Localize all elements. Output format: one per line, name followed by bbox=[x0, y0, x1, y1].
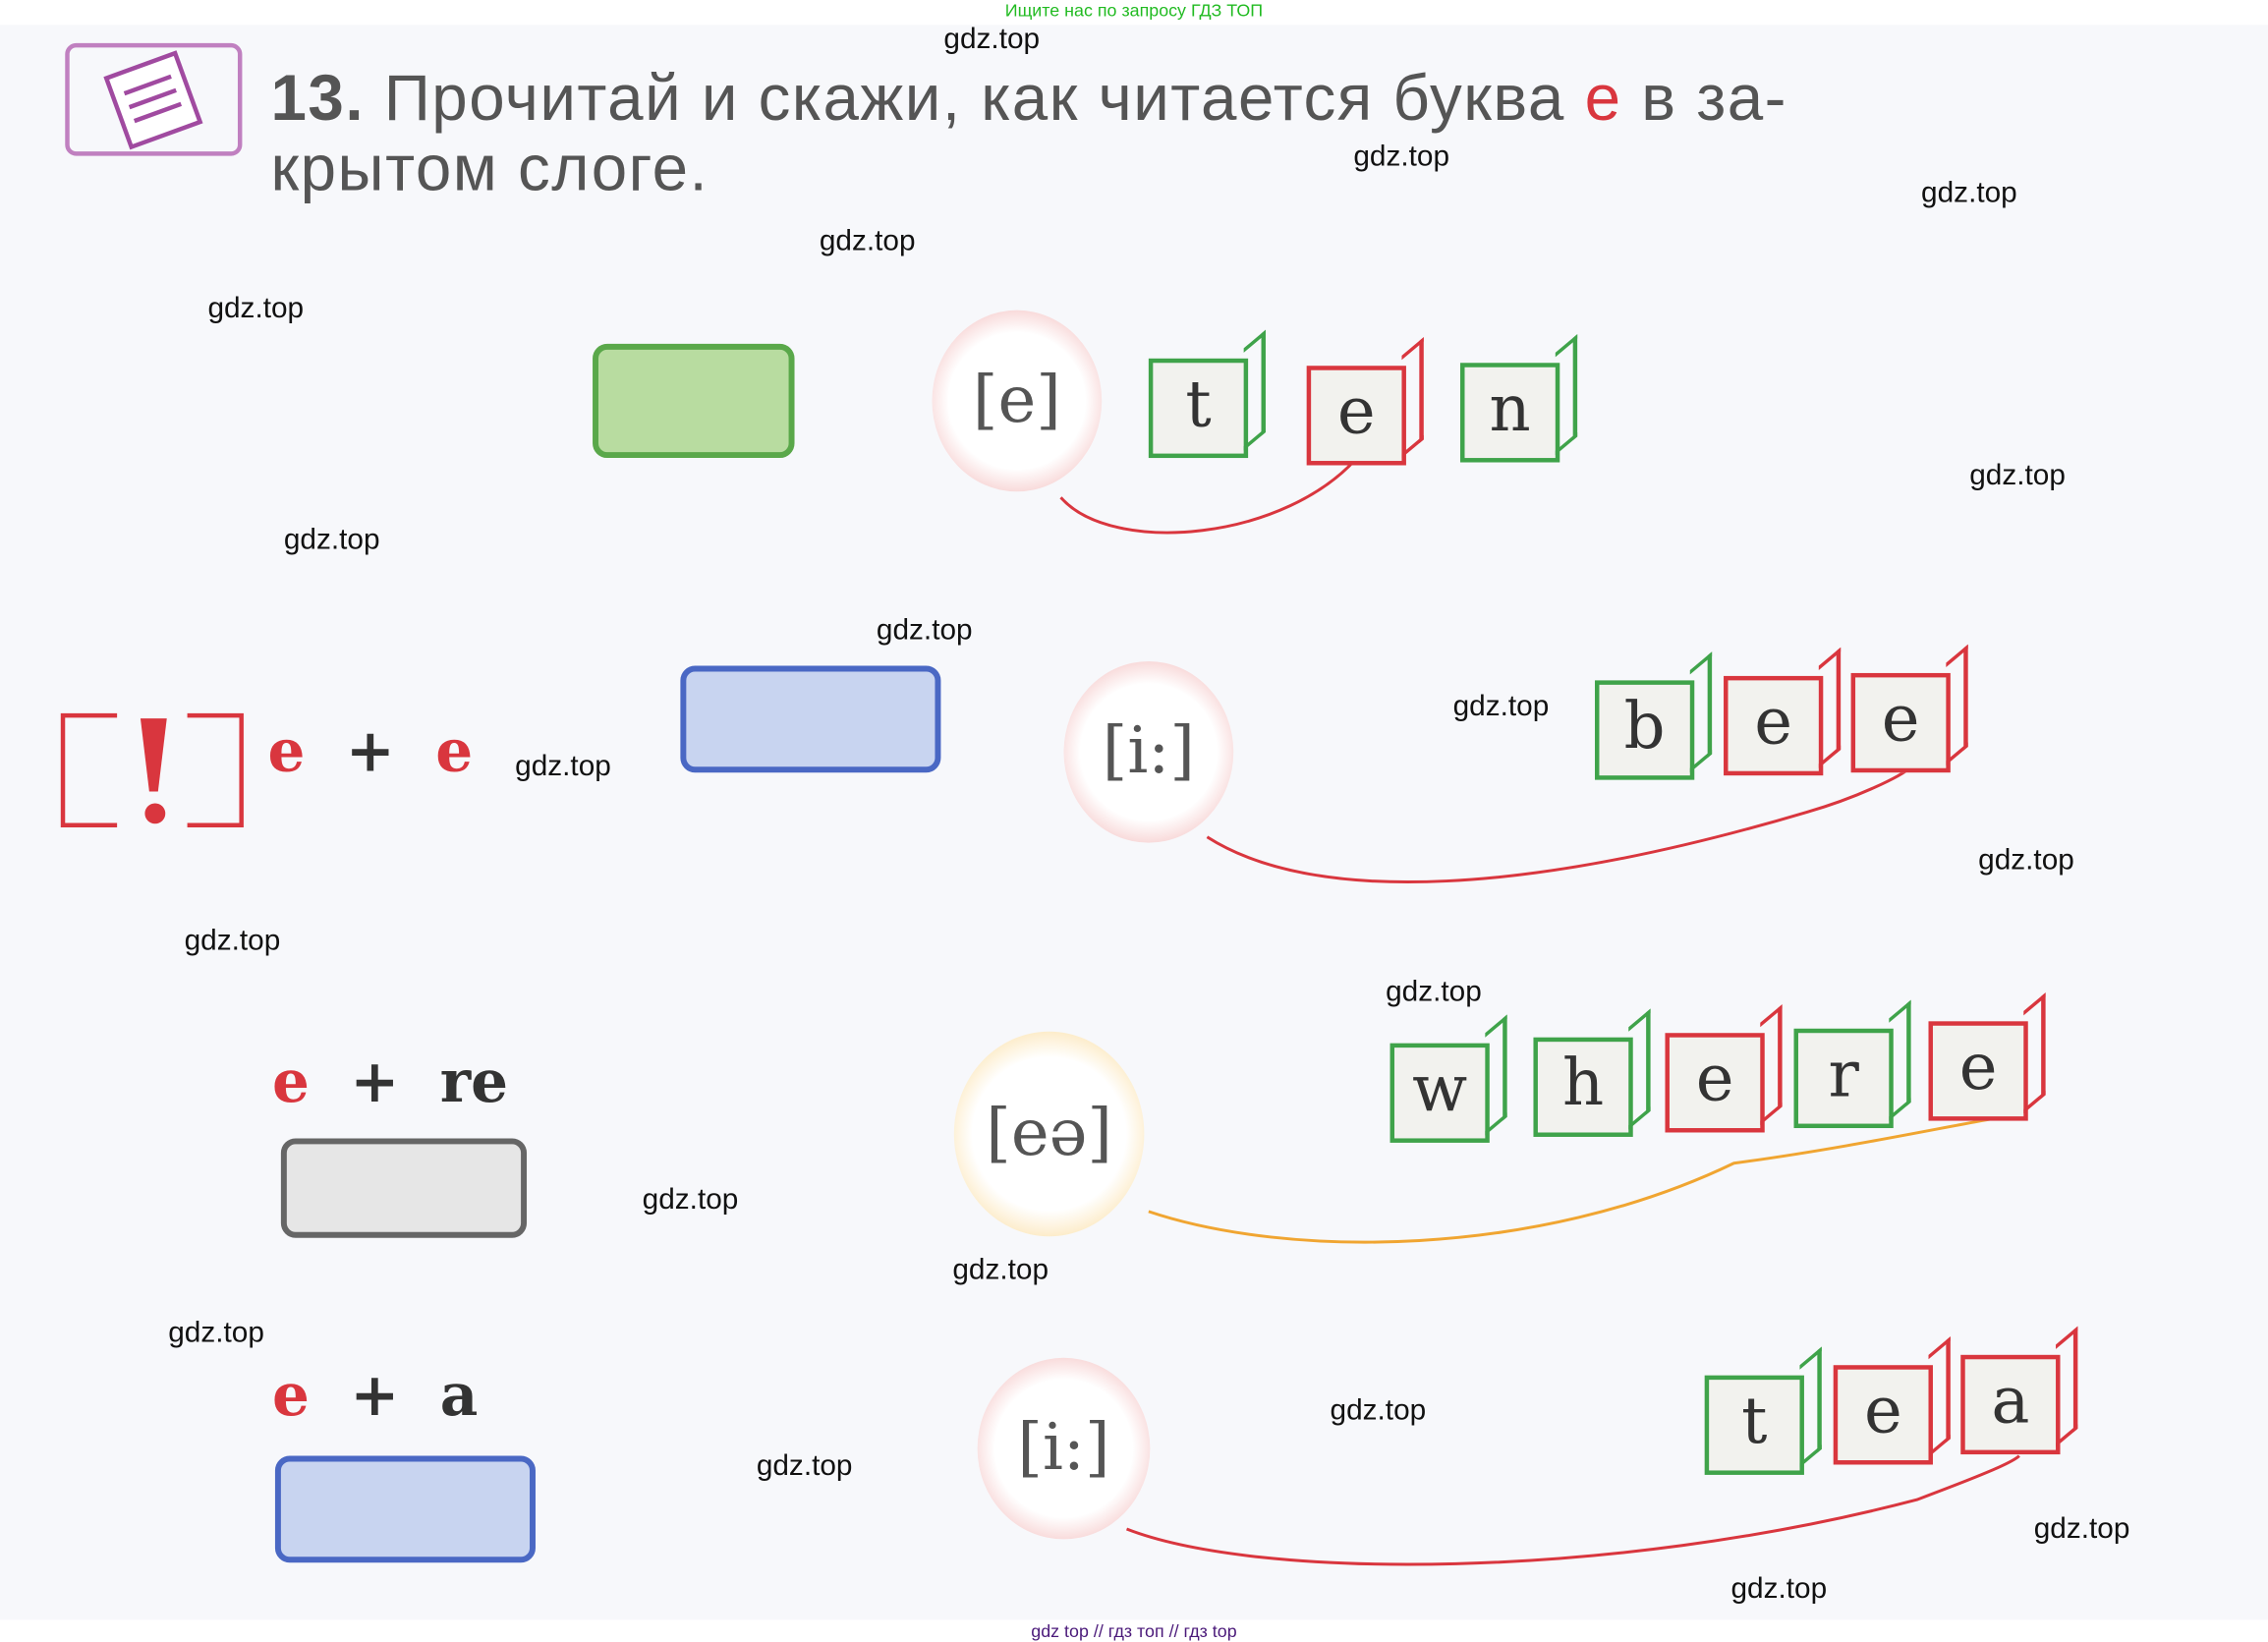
letter-block: h bbox=[1533, 1037, 1633, 1137]
balloon-sound: [eə] bbox=[953, 1031, 1145, 1237]
watermark: gdz.top bbox=[1452, 690, 1550, 723]
watermark: gdz.top bbox=[168, 1317, 264, 1349]
watermark: gdz.top bbox=[1353, 140, 1450, 173]
watermark: gdz.top bbox=[642, 1183, 739, 1217]
exercise-title: 13. Прочитай и скажи, как читается буква… bbox=[270, 63, 1787, 205]
balloon-sound: [e] bbox=[932, 310, 1103, 492]
letter-block: t bbox=[1148, 358, 1249, 459]
watermark: gdz.top bbox=[876, 614, 973, 648]
watermark: gdz.top bbox=[1978, 844, 2074, 877]
letter-block: e bbox=[1928, 1021, 2028, 1121]
watermark: gdz.top bbox=[207, 292, 305, 325]
watermark: gdz.top bbox=[1330, 1394, 1427, 1427]
watermark: gdz.top bbox=[943, 23, 1041, 56]
watermark: gdz.top bbox=[283, 524, 380, 556]
letter-block: e bbox=[1665, 1033, 1765, 1133]
watermark: gdz.top bbox=[1386, 976, 1482, 1008]
balloon-sound: [i:] bbox=[977, 1357, 1151, 1540]
watermark: gdz.top bbox=[952, 1254, 1049, 1286]
title-text: Прочитай и скажи, как читается буква bbox=[383, 63, 1565, 135]
rule-formula: e + e bbox=[267, 716, 474, 786]
letter-block: w bbox=[1389, 1043, 1490, 1143]
letter-block: e bbox=[1850, 672, 1951, 773]
letter-block: n bbox=[1460, 363, 1560, 463]
gray-cart-icon bbox=[280, 1138, 528, 1238]
letter-block: t bbox=[1704, 1375, 1804, 1475]
rule-formula: e + a bbox=[271, 1360, 479, 1430]
balloon-sound: [i:] bbox=[1063, 661, 1234, 843]
watermark: gdz.top bbox=[1969, 459, 2066, 492]
watermark: gdz.top bbox=[2033, 1512, 2130, 1546]
letter-block: a bbox=[1960, 1354, 2061, 1455]
blue-cart-icon bbox=[680, 665, 941, 773]
letter-block: e bbox=[1833, 1365, 1933, 1465]
rule-formula: e + re bbox=[271, 1047, 509, 1117]
letter-block: b bbox=[1595, 680, 1695, 780]
letter-block: e bbox=[1724, 675, 1824, 776]
blue-cart-icon bbox=[274, 1455, 536, 1563]
watermark: gdz.top bbox=[184, 925, 281, 957]
watermark: gdz.top bbox=[515, 750, 611, 783]
search-banner[interactable]: Ищите нас по запросу ГДЗ ТОП bbox=[1004, 0, 1264, 21]
exclamation-icon bbox=[60, 712, 244, 828]
title-text-end: в за- bbox=[1641, 63, 1787, 135]
letter-block: r bbox=[1793, 1028, 1894, 1129]
watermark: gdz.top bbox=[819, 225, 916, 258]
watermark: gdz.top bbox=[756, 1449, 853, 1483]
notebook-icon bbox=[65, 42, 243, 156]
exercise-number: 13. bbox=[270, 63, 366, 135]
title-line2: крытом слоге. bbox=[270, 133, 709, 205]
watermark: gdz.top bbox=[1921, 177, 2017, 209]
footer-links[interactable]: gdz top // гдз топ // гдз top bbox=[1031, 1620, 1237, 1642]
letter-block: e bbox=[1306, 366, 1406, 466]
green-cart-icon bbox=[593, 343, 795, 459]
watermark: gdz.top bbox=[1730, 1572, 1828, 1606]
highlight-letter: е bbox=[1584, 63, 1622, 135]
